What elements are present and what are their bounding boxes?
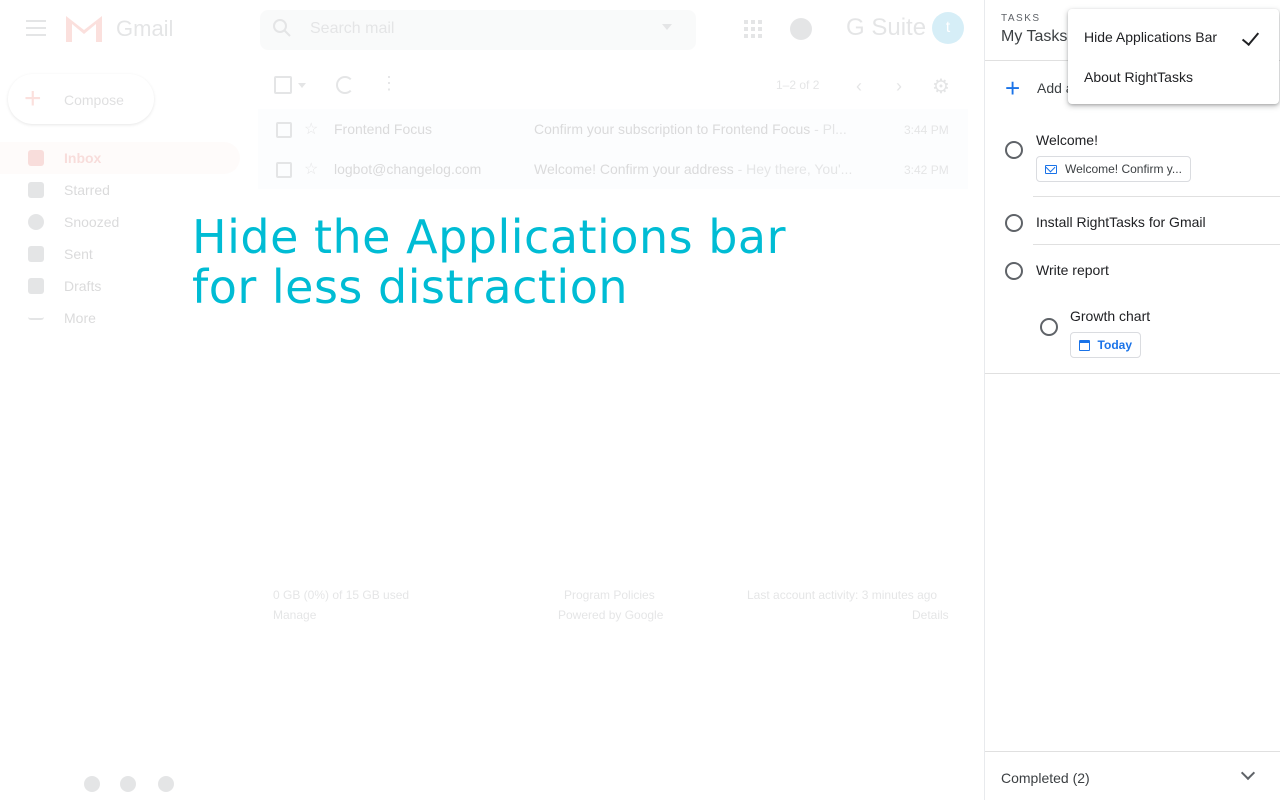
details-link[interactable]: Details [912,608,949,622]
select-all-checkbox[interactable] [274,76,292,94]
star-icon [28,182,44,198]
search-input[interactable]: Search mail [310,20,395,37]
star-icon[interactable]: ☆ [304,161,319,178]
powered-by: Powered by Google [558,608,664,622]
options-menu: Hide Applications Bar About RightTasks [1068,9,1279,104]
headline-line-1: Hide the Applications bar [192,210,787,264]
calendar-icon [1079,339,1090,351]
menu-item-hide-applications-bar[interactable]: Hide Applications Bar [1084,29,1218,45]
row-checkbox[interactable] [276,162,292,178]
gmail-wordmark: Gmail [116,16,174,41]
gsuite-logo: G Suite [846,14,927,41]
table-row[interactable] [258,149,968,189]
star-icon[interactable]: ☆ [304,121,319,138]
main-menu-icon[interactable] [26,20,46,36]
mail-icon [1045,164,1057,174]
email-time: 3:44 PM [904,123,949,137]
task-title-welcome[interactable]: Welcome! [1036,132,1098,148]
email-snippet: - Pl... [810,121,847,137]
search-options-icon[interactable] [662,24,672,30]
headline-line-2: for less distraction [192,260,628,314]
clock-icon [28,214,44,230]
sidebar-item-sent[interactable]: Sent [64,246,93,262]
due-date-chip[interactable]: Today [1070,332,1141,358]
row-checkbox[interactable] [276,122,292,138]
email-subject-text: Welcome! Confirm your address [534,161,734,177]
gmail-background: Gmail Search mail G Suite t + Compose In… [0,10,968,792]
task-divider [1033,196,1280,197]
email-sender: logbot@changelog.com [334,161,482,177]
table-row[interactable] [258,109,968,149]
person-icon[interactable] [84,776,100,792]
email-subject: Welcome! Confirm your address - Hey ther… [534,161,852,177]
page-count: 1–2 of 2 [776,78,820,92]
completed-toggle[interactable]: Completed (2) [1001,770,1090,786]
email-subject: Confirm your subscription to Frontend Fo… [534,121,847,137]
task-title-write-report[interactable]: Write report [1036,262,1109,278]
completed-divider [985,751,1280,752]
task-complete-toggle[interactable] [1005,214,1023,232]
inbox-icon [28,150,44,166]
chevron-right-icon[interactable]: › [896,76,902,96]
gear-icon[interactable]: ⚙ [932,76,950,98]
promo-headline: Hide the Applications bar for less distr… [192,212,872,312]
task-list-title[interactable]: My Tasks [1001,28,1068,45]
task-title-install[interactable]: Install RightTasks for Gmail [1036,214,1206,230]
tasks-section-label: TASKS [1001,13,1041,24]
add-task-button[interactable]: Add a [1037,80,1074,96]
task-complete-toggle[interactable] [1005,141,1023,159]
send-icon [28,246,44,262]
subtask-complete-toggle[interactable] [1040,318,1058,336]
search-bar[interactable] [260,10,696,50]
email-link-label: Welcome! Confirm y... [1065,162,1182,176]
menu-item-about-righttasks[interactable]: About RightTasks [1084,69,1193,85]
add-task-icon[interactable]: + [1005,73,1021,103]
hangouts-icon[interactable] [120,776,136,792]
apps-grid-icon[interactable] [744,20,762,38]
sidebar-item-drafts[interactable]: Drafts [64,278,102,294]
gmail-logo-icon [66,16,102,42]
program-policies-link[interactable]: Program Policies [564,588,655,602]
task-complete-toggle[interactable] [1005,262,1023,280]
account-activity: Last account activity: 3 minutes ago [747,588,938,602]
email-snippet: - Hey there, You'... [733,161,853,177]
check-icon [1241,27,1260,47]
sidebar-item-snoozed[interactable]: Snoozed [64,214,120,230]
email-subject-text: Confirm your subscription to Frontend Fo… [534,121,811,137]
compose-label: Compose [64,92,124,108]
sidebar-item-inbox[interactable]: Inbox [64,150,102,166]
manage-link[interactable]: Manage [273,608,317,622]
more-vert-icon[interactable]: ⋮ [380,73,398,93]
tasks-panel: TASKS My Tasks + Add a Welcome! Welcome!… [984,0,1280,800]
chevron-left-icon[interactable]: ‹ [856,76,862,96]
compose-plus-icon: + [24,82,42,115]
email-time: 3:42 PM [904,163,949,177]
sidebar-item-starred[interactable]: Starred [64,182,110,198]
nav-active-highlight [0,142,240,174]
storage-usage: 0 GB (0%) of 15 GB used [273,588,410,602]
avatar[interactable]: t [932,12,964,44]
refresh-icon[interactable] [336,76,354,94]
select-dropdown-icon[interactable] [298,83,306,88]
due-date-label: Today [1097,338,1132,352]
chevron-down-icon[interactable] [1240,765,1256,781]
task-list-divider [985,373,1280,374]
email-link-chip[interactable]: Welcome! Confirm y... [1036,156,1191,182]
draft-icon [28,278,44,294]
phone-icon[interactable] [158,776,174,792]
subtask-title-growth-chart[interactable]: Growth chart [1070,308,1151,324]
sidebar-item-more[interactable]: More [64,310,96,326]
search-icon[interactable] [272,18,292,38]
chevron-down-icon [28,312,44,320]
email-sender: Frontend Focus [334,121,433,137]
task-divider [1033,244,1280,245]
notifications-icon[interactable] [790,18,812,40]
